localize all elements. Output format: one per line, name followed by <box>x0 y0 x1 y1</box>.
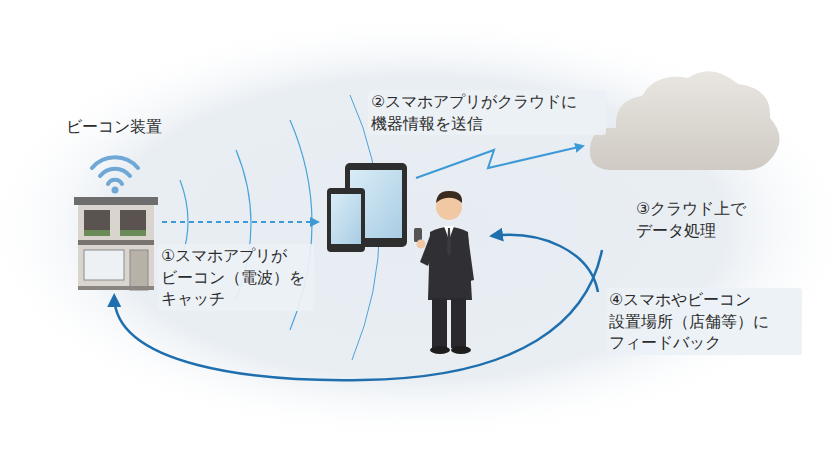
node-label: ビーコン装置 <box>66 116 176 138</box>
step-note: ④スマホやビーコン 設置場所（店舗等）に フィードバック <box>606 288 802 355</box>
step-note: ①スマホアプリが ビーコン（電波）を キャッチ <box>158 244 314 311</box>
step-note: ②スマホアプリがクラウドに 機器情報を送信 <box>368 90 606 135</box>
cloud: ③クラウド上で データ処理 <box>590 70 780 250</box>
node-label: ③クラウド上で データ処理 <box>636 198 776 241</box>
